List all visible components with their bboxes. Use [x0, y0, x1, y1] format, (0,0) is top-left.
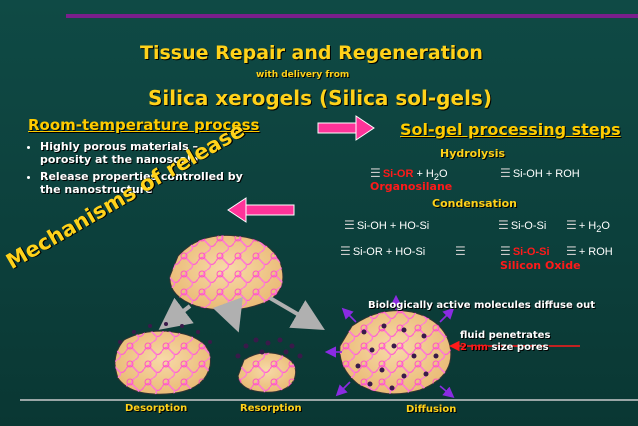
pink-arrow-left [227, 197, 295, 223]
diffusion-label: Diffusion [406, 404, 457, 415]
resorption-label: Resorption [240, 403, 302, 414]
condensation-water: ☰ + H2O [566, 218, 610, 235]
condensation-equation-2-eq: ☰ [455, 244, 466, 258]
properties-list: Highly porous materials – porosity at th… [22, 140, 250, 200]
hydrolysis-equation: ☰ Si-OR + H2O [370, 166, 448, 183]
condensation-label: Condensation [432, 197, 518, 210]
sol-gel-steps-header: Sol-gel processing steps [400, 120, 621, 139]
equilibrium-icon: ☰ [498, 218, 509, 232]
desorption-blob [114, 322, 212, 395]
equilibrium-icon: ☰ [340, 244, 351, 258]
hydrolysis-product: ☰ Si-OH + ROH [500, 166, 580, 180]
condensation-equation-1: ☰ Si-OH + HO-Si [344, 218, 430, 232]
condensation-equation-2: ☰ Si-OR + HO-Si [340, 244, 426, 258]
arrow-to-resorption [212, 296, 243, 333]
arrow-to-diffusion [268, 296, 325, 331]
room-temperature-header: Room-temperature process [28, 116, 260, 134]
arrow-to-desorption [158, 297, 194, 330]
list-item: Highly porous materials – porosity at th… [40, 140, 250, 166]
organosilane-label: Organosilane [370, 180, 453, 193]
pore-size-label: 2 nm size pores [460, 342, 549, 353]
condensation-product-1: ☰ Si-O-Si [498, 218, 547, 232]
desorption-label: Desorption [125, 403, 188, 414]
diffusion-blob [324, 294, 455, 399]
hydrolysis-label: Hydrolysis [440, 147, 506, 160]
slide-title-2: Silica xerogels (Silica sol-gels) [148, 86, 492, 110]
equilibrium-icon: ☰ [500, 244, 511, 258]
slide-subtitle: with delivery from [256, 70, 350, 80]
fluid-penetrates-label: fluid penetrates [460, 330, 551, 341]
top-divider-line [66, 14, 638, 18]
equilibrium-icon: ☰ [566, 244, 577, 258]
reactant-si-or: Si-OR [382, 168, 414, 180]
baseline-divider [20, 399, 638, 401]
condensation-product-2: ☰ Si-O-Si [500, 244, 550, 258]
list-item: Release properties controlled by the nan… [40, 170, 250, 196]
equilibrium-icon: ☰ [455, 244, 466, 258]
condensation-roh: ☰ + ROH [566, 244, 613, 258]
xerogel-blob [169, 234, 284, 311]
resorption-blob [235, 337, 303, 393]
equilibrium-icon: ☰ [566, 218, 577, 232]
slide-title: Tissue Repair and Regeneration [140, 42, 483, 64]
pink-arrow-right [317, 115, 375, 141]
diffuse-out-label: Biologically active molecules diffuse ou… [368, 300, 595, 311]
equilibrium-icon: ☰ [344, 218, 355, 232]
equilibrium-icon: ☰ [500, 166, 511, 180]
equilibrium-icon: ☰ [370, 166, 381, 180]
silicon-oxide-label: Silicon Oxide [500, 259, 581, 272]
